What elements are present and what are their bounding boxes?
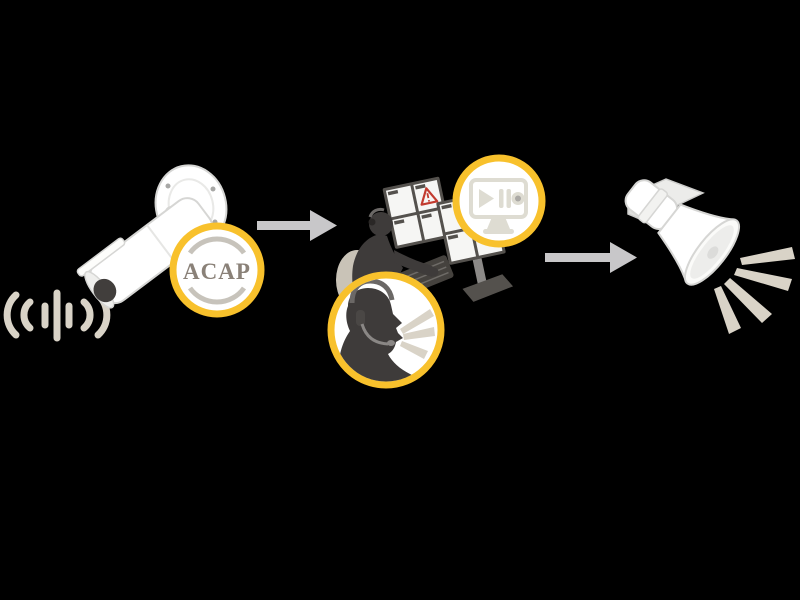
speaker-sound-rays-icon xyxy=(714,247,795,334)
acap-bottom-arc xyxy=(187,286,247,305)
playback-monitor-stand xyxy=(487,217,510,229)
operator-hand xyxy=(429,267,439,277)
speech-ray xyxy=(403,327,435,340)
speech-rays-icon xyxy=(400,309,435,359)
record-icon-dot xyxy=(515,195,521,202)
operator-arm xyxy=(394,250,437,277)
sound-ray xyxy=(740,247,795,265)
acap-label: ACAP xyxy=(183,259,251,284)
operator-speaking-badge xyxy=(327,271,445,389)
operator-headset-icon xyxy=(368,207,385,226)
panel-header xyxy=(393,219,405,225)
panel-header xyxy=(415,184,426,190)
camera-seam xyxy=(146,224,176,263)
operator-head xyxy=(369,212,393,236)
warning-triangle-icon xyxy=(420,187,439,206)
sound-ray xyxy=(724,278,772,323)
sound-ray xyxy=(734,268,792,291)
acap-badge: ACAP xyxy=(169,222,265,318)
arrow-operator-to-speaker xyxy=(545,242,637,273)
horn-speaker-icon xyxy=(624,178,795,334)
camera-sunshade xyxy=(76,237,126,277)
sound-ray xyxy=(714,286,741,334)
panel-header xyxy=(421,213,432,219)
playback-badge xyxy=(452,154,546,248)
camera-view-panel xyxy=(392,214,423,246)
mount-screw xyxy=(210,186,216,192)
speech-ray xyxy=(400,341,428,359)
sound-wave-arc xyxy=(3,291,20,339)
speaker-mouth-center xyxy=(707,246,719,259)
monitor-stand-neck xyxy=(472,258,487,286)
sound-wave-arc xyxy=(80,298,94,332)
speech-ray xyxy=(400,309,434,334)
play-icon xyxy=(479,189,494,208)
speaker-strap xyxy=(637,188,669,224)
acap-top-arc xyxy=(187,236,247,255)
sound-waves-icon xyxy=(3,289,111,342)
panel-header xyxy=(441,203,452,210)
pause-icon xyxy=(506,189,511,208)
panel-header xyxy=(387,189,399,196)
panel-header xyxy=(447,234,459,240)
monitor-stand-base xyxy=(462,274,514,302)
camera-lens xyxy=(93,278,117,303)
pause-icon xyxy=(499,189,504,208)
arrow-camera-to-operator xyxy=(257,210,337,241)
mount-screw xyxy=(165,183,171,189)
playback-monitor-base xyxy=(483,229,514,234)
sound-wave-arc xyxy=(20,298,34,332)
